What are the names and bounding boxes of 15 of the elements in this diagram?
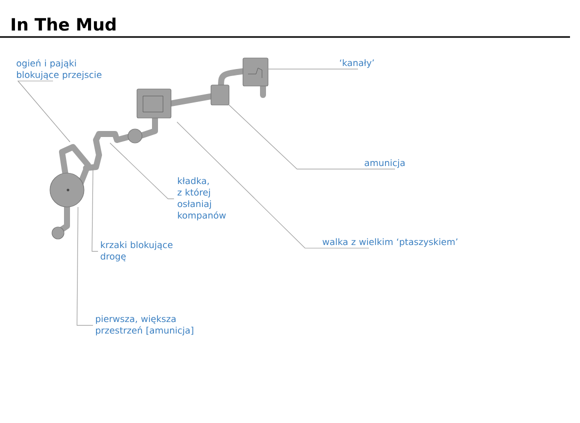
leader-line (110, 142, 174, 200)
leader-line (176, 122, 370, 248)
callout-text: ‘kanały’ (340, 59, 374, 68)
title: In The Mud (12, 18, 116, 31)
leader-line (76, 206, 94, 326)
callout-text: kładka, z której osłaniaj kompanów (178, 177, 226, 220)
callout-text: walka z wielkim ‘ptaszyskiem’ (322, 238, 458, 247)
leader-line (17, 80, 70, 142)
leader-line (266, 68, 358, 70)
callout-text: ogień i pająki blokujące przejscie (16, 59, 102, 80)
leader-line (92, 168, 98, 252)
callout-text: pierwsza, większa przestrzeń [amunicja] (96, 315, 194, 336)
callout-text: amunicja (364, 159, 405, 168)
leader-line (228, 104, 396, 170)
callout-text: krzaki blokujące drogę (100, 241, 172, 262)
